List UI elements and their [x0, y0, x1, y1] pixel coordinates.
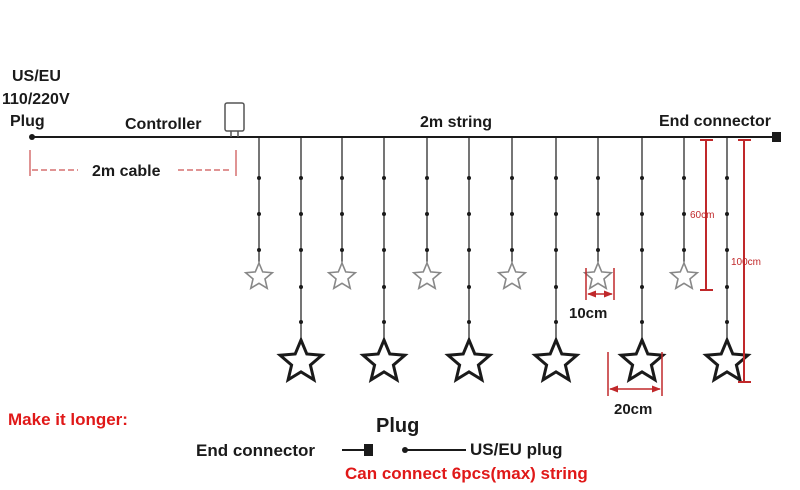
big-star-icon — [444, 336, 494, 383]
bulb — [425, 212, 429, 216]
height-dimensions — [700, 139, 751, 383]
bulb — [596, 212, 600, 216]
bulb — [299, 248, 303, 252]
bulb — [510, 212, 514, 216]
controller-box-icon — [224, 102, 245, 137]
bulb — [640, 285, 644, 289]
plug-label: Plug — [10, 113, 45, 130]
cable-dimension — [29, 150, 237, 176]
bulb — [425, 176, 429, 180]
end-connector-label: End connector — [659, 113, 771, 130]
bulb — [596, 176, 600, 180]
bulb — [640, 176, 644, 180]
bulb — [382, 248, 386, 252]
end-connector-icon — [772, 132, 781, 142]
bulb — [340, 212, 344, 216]
bulb — [640, 212, 644, 216]
make-longer-heading: Make it longer: — [8, 410, 128, 429]
bulb — [725, 176, 729, 180]
bulb — [725, 320, 729, 324]
dim-20-label: 20cm — [614, 401, 652, 418]
big-star-icon — [276, 336, 326, 383]
extension-connector-icon — [342, 444, 466, 456]
small-star-icon — [496, 260, 528, 290]
bulb — [554, 320, 558, 324]
bulb — [510, 176, 514, 180]
small-star-icon — [582, 260, 614, 290]
dim-100-label: 100cm — [731, 257, 761, 268]
bulb — [382, 176, 386, 180]
small-star-dimension — [585, 268, 615, 300]
bulb — [682, 212, 686, 216]
bulb — [725, 285, 729, 289]
bulb — [299, 285, 303, 289]
bulb — [257, 176, 261, 180]
bulb — [340, 176, 344, 180]
cable-length-label: 2m cable — [92, 163, 161, 180]
bulb — [382, 320, 386, 324]
bulb — [467, 176, 471, 180]
plug-region-label: US/EU — [12, 68, 61, 85]
extension-plug-label: Plug — [376, 415, 419, 437]
bulb — [299, 320, 303, 324]
bulb — [554, 176, 558, 180]
bulb — [467, 212, 471, 216]
bulb — [682, 176, 686, 180]
extension-note: Can connect 6pcs(max) string — [345, 464, 588, 483]
big-star-icon — [531, 336, 581, 383]
small-star-icon — [326, 260, 358, 290]
bulb — [467, 248, 471, 252]
bulb — [257, 212, 261, 216]
bulb — [299, 176, 303, 180]
bulb — [640, 248, 644, 252]
big-star-icon — [702, 336, 752, 383]
bulb — [596, 248, 600, 252]
bulb — [554, 248, 558, 252]
bulb — [299, 212, 303, 216]
extension-us-eu-plug-label: US/EU plug — [470, 440, 563, 459]
dim-10-label: 10cm — [569, 305, 607, 322]
big-star-icon — [617, 336, 667, 383]
bulb — [554, 212, 558, 216]
bulb — [510, 248, 514, 252]
bulb — [467, 320, 471, 324]
big-star-dimension — [607, 352, 663, 396]
bulb — [425, 248, 429, 252]
extension-end-connector-label: End connector — [196, 441, 315, 460]
plug-voltage-label: 110/220V — [2, 91, 70, 108]
bulb — [382, 212, 386, 216]
bulb — [467, 285, 471, 289]
bulb — [257, 248, 261, 252]
strands — [243, 137, 752, 383]
bulb — [382, 285, 386, 289]
plug-tip-icon — [29, 134, 35, 140]
string-length-label: 2m string — [420, 114, 492, 131]
bulb — [682, 248, 686, 252]
bulb — [554, 285, 558, 289]
bulb — [340, 248, 344, 252]
bulb — [725, 212, 729, 216]
bulb — [725, 248, 729, 252]
controller-label: Controller — [125, 116, 201, 133]
small-star-icon — [243, 260, 275, 290]
big-star-icon — [359, 336, 409, 383]
small-star-icon — [668, 260, 700, 290]
bulb — [640, 320, 644, 324]
small-star-icon — [411, 260, 443, 290]
dim-60-label: 60cm — [690, 210, 714, 221]
